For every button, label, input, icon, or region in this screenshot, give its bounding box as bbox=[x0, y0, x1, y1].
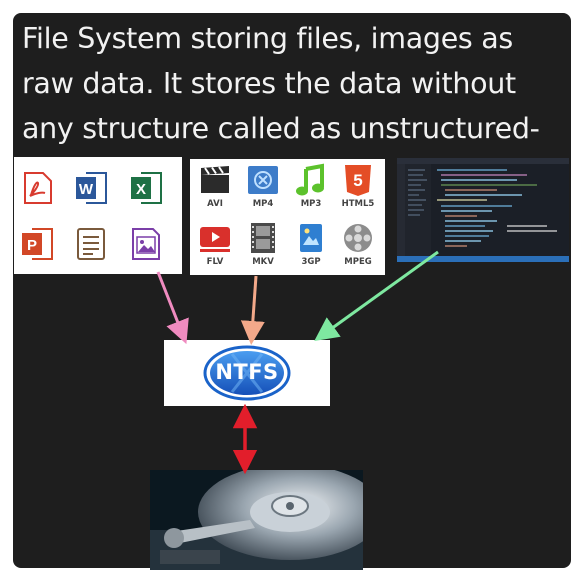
media-label: MP4 bbox=[252, 199, 274, 209]
media-item-avi: AVI bbox=[193, 163, 237, 209]
hard-disk-icon bbox=[150, 470, 363, 570]
media-label: AVI bbox=[207, 199, 223, 209]
flash-video-icon bbox=[200, 227, 230, 252]
image-file-icon bbox=[129, 227, 163, 261]
html5-icon: 5 bbox=[345, 165, 371, 196]
music-note-icon bbox=[296, 163, 324, 196]
video-file-icon bbox=[248, 166, 278, 194]
media-label: MPEG bbox=[344, 257, 372, 267]
pdf-icon bbox=[20, 171, 54, 205]
svg-text:5: 5 bbox=[353, 171, 362, 190]
film-reel-icon bbox=[344, 224, 372, 252]
clapperboard-icon bbox=[201, 166, 229, 193]
hard-disk-drive-image bbox=[150, 470, 363, 570]
text-document-icon bbox=[74, 227, 108, 261]
media-item-3gp: 3GP bbox=[289, 221, 333, 267]
ntfs-label: NTFS bbox=[215, 360, 279, 384]
media-item-mp4: MP4 bbox=[241, 163, 285, 209]
arrow-code-to-ntfs bbox=[314, 250, 439, 342]
media-item-flv: FLV bbox=[193, 221, 237, 267]
excel-icon: X bbox=[129, 171, 163, 205]
media-label: HTML5 bbox=[341, 199, 375, 209]
media-item-html5: 5 HTML5 bbox=[336, 163, 380, 209]
powerpoint-icon: P bbox=[20, 227, 54, 261]
code-editor-image bbox=[397, 158, 569, 262]
mobile-video-icon bbox=[300, 224, 322, 252]
arrow-documents-to-ntfs bbox=[156, 271, 189, 345]
svg-text:W: W bbox=[79, 181, 94, 198]
svg-text:X: X bbox=[136, 181, 146, 198]
media-item-mp3: MP3 bbox=[289, 163, 333, 209]
document-files-tile: W X P bbox=[14, 157, 182, 274]
film-strip-icon bbox=[251, 223, 275, 253]
ntfs-logo bbox=[203, 345, 291, 401]
media-formats-tile: AVI MP4 MP3 5 HTML5 FLV bbox=[190, 159, 385, 275]
media-label: MKV bbox=[252, 257, 274, 267]
media-label: FLV bbox=[206, 257, 224, 267]
media-item-mpeg: MPEG bbox=[336, 221, 380, 267]
svg-text:P: P bbox=[27, 237, 37, 254]
arrow-media-to-ntfs bbox=[240, 275, 265, 345]
media-label: 3GP bbox=[301, 257, 321, 267]
media-label: MP3 bbox=[300, 199, 322, 209]
word-icon: W bbox=[74, 171, 108, 205]
media-item-mkv: MKV bbox=[241, 221, 285, 267]
ntfs-file-system-box: NTFS bbox=[164, 340, 330, 406]
code-editor-screenshot bbox=[397, 158, 569, 262]
